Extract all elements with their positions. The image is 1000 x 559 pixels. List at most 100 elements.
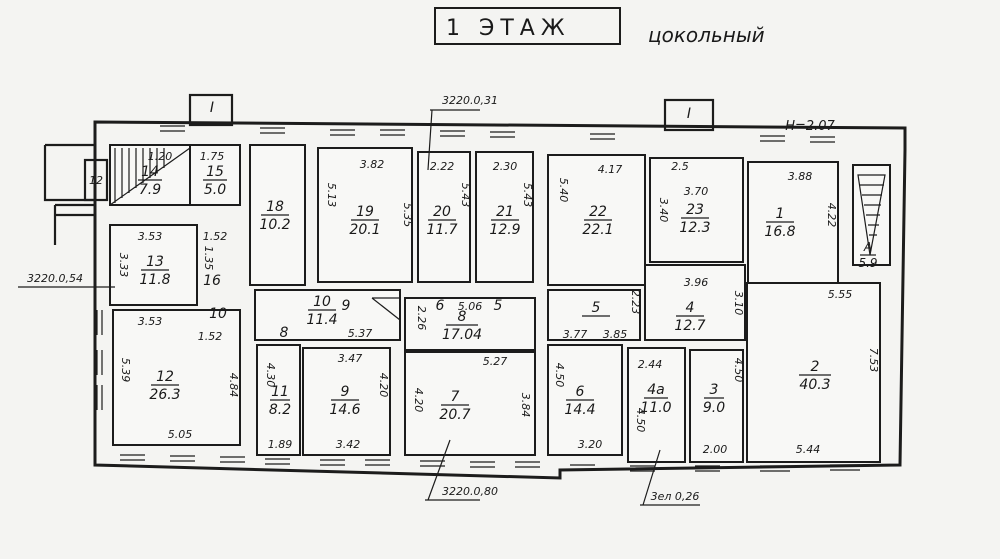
svg-text:3.10: 3.10 xyxy=(732,291,745,316)
svg-text:12.9: 12.9 xyxy=(489,222,520,238)
room-label: 116.8 xyxy=(764,206,795,240)
svg-text:3.82: 3.82 xyxy=(360,158,385,171)
svg-text:5.35: 5.35 xyxy=(401,203,414,228)
svg-text:3.33: 3.33 xyxy=(117,253,130,278)
svg-text:9: 9 xyxy=(342,298,351,314)
room-13 xyxy=(109,224,198,306)
room-label: 240.3 xyxy=(799,359,831,393)
room-23 xyxy=(649,157,744,263)
svg-text:2: 2 xyxy=(811,359,820,375)
svg-text:4.30: 4.30 xyxy=(264,363,277,388)
svg-text:14.6: 14.6 xyxy=(329,402,360,418)
svg-text:3ел 0,26: 3ел 0,26 xyxy=(651,490,700,503)
svg-text:18: 18 xyxy=(266,199,284,215)
svg-text:5.06: 5.06 xyxy=(458,300,483,313)
svg-text:5.43: 5.43 xyxy=(521,183,534,208)
room-20 xyxy=(417,151,471,283)
room-label: 5 xyxy=(582,300,610,317)
dimension-labels: 1.20 1.75 3.82 5.35 5.13 2.22 5.43 2.30 … xyxy=(117,150,880,456)
svg-text:5.39: 5.39 xyxy=(119,358,132,383)
room-4 xyxy=(644,264,746,341)
room-15 xyxy=(189,144,241,206)
svg-text:5.37: 5.37 xyxy=(348,327,373,340)
svg-text:7.9: 7.9 xyxy=(139,182,161,198)
svg-text:23: 23 xyxy=(686,202,704,218)
svg-text:6: 6 xyxy=(436,298,445,314)
svg-text:4.20: 4.20 xyxy=(412,388,425,413)
svg-text:15: 15 xyxy=(206,164,224,180)
svg-text:2.23: 2.23 xyxy=(629,290,642,315)
plan-subtitle: цокольный xyxy=(648,23,765,47)
title-box xyxy=(434,7,621,45)
svg-text:3.42: 3.42 xyxy=(336,438,361,451)
svg-text:20.7: 20.7 xyxy=(439,407,470,423)
svg-text:5: 5 xyxy=(494,298,503,314)
svg-text:7.53: 7.53 xyxy=(867,348,880,373)
svg-text:8.2: 8.2 xyxy=(269,402,291,418)
svg-text:5.13: 5.13 xyxy=(325,183,338,208)
room-12 xyxy=(112,309,241,446)
svg-text:5: 5 xyxy=(592,300,601,316)
svg-text:5.9: 5.9 xyxy=(858,256,877,270)
svg-text:17.04: 17.04 xyxy=(442,327,482,343)
room-label: 817.04 xyxy=(442,309,482,343)
svg-text:3.85: 3.85 xyxy=(603,328,628,341)
svg-text:I: I xyxy=(687,106,691,122)
svg-text:11.8: 11.8 xyxy=(139,272,170,288)
room-label: 720.7 xyxy=(439,389,470,423)
room-label: 155.0 xyxy=(203,164,227,198)
svg-text:4: 4 xyxy=(686,300,695,316)
room-2 xyxy=(746,282,881,463)
markers: I I 12 6 5 8 9 xyxy=(89,100,691,341)
room-label: 13 11.8 xyxy=(139,254,170,288)
svg-text:12.7: 12.7 xyxy=(674,318,705,334)
svg-text:3.96: 3.96 xyxy=(684,276,709,289)
svg-text:3220.0,31: 3220.0,31 xyxy=(442,94,498,107)
svg-text:4.17: 4.17 xyxy=(598,163,623,176)
svg-text:14: 14 xyxy=(141,164,159,180)
svg-text:А: А xyxy=(863,240,872,254)
svg-text:3.53: 3.53 xyxy=(138,230,163,243)
svg-text:5.27: 5.27 xyxy=(483,355,508,368)
svg-text:9.0: 9.0 xyxy=(703,400,725,416)
room-7 xyxy=(404,351,536,456)
room-19 xyxy=(317,147,413,283)
svg-text:2.26: 2.26 xyxy=(415,306,428,331)
svg-text:4а: 4а xyxy=(647,382,665,398)
svg-text:3.70: 3.70 xyxy=(684,185,709,198)
svg-text:1.89: 1.89 xyxy=(268,438,293,451)
svg-text:11.4: 11.4 xyxy=(306,312,337,328)
svg-text:16.8: 16.8 xyxy=(764,224,795,240)
svg-text:6: 6 xyxy=(576,384,585,400)
svg-text:1.52: 1.52 xyxy=(203,230,228,243)
building-walls xyxy=(43,93,907,480)
room-label: 614.4 xyxy=(564,384,595,418)
svg-text:12: 12 xyxy=(156,369,174,385)
room-label: 39.0 xyxy=(703,382,725,416)
svg-text:5.0: 5.0 xyxy=(204,182,226,198)
room-label: 412.7 xyxy=(674,300,705,334)
plan-title: 1 ЭТАЖ xyxy=(446,16,571,41)
svg-text:4.50: 4.50 xyxy=(732,358,745,383)
svg-text:2.44: 2.44 xyxy=(638,358,663,371)
svg-text:2.30: 2.30 xyxy=(493,160,518,173)
svg-text:1.75: 1.75 xyxy=(200,150,225,163)
svg-text:11: 11 xyxy=(271,384,289,400)
room-1 xyxy=(747,161,839,286)
svg-text:I: I xyxy=(210,100,214,116)
svg-text:13: 13 xyxy=(146,254,164,270)
callouts: 3220.0,31 3220.0,54 3220.0,80 3ел 0,26 xyxy=(18,94,700,506)
svg-text:4.22: 4.22 xyxy=(825,203,838,228)
svg-text:20: 20 xyxy=(433,204,451,220)
svg-text:3.20: 3.20 xyxy=(578,438,603,451)
